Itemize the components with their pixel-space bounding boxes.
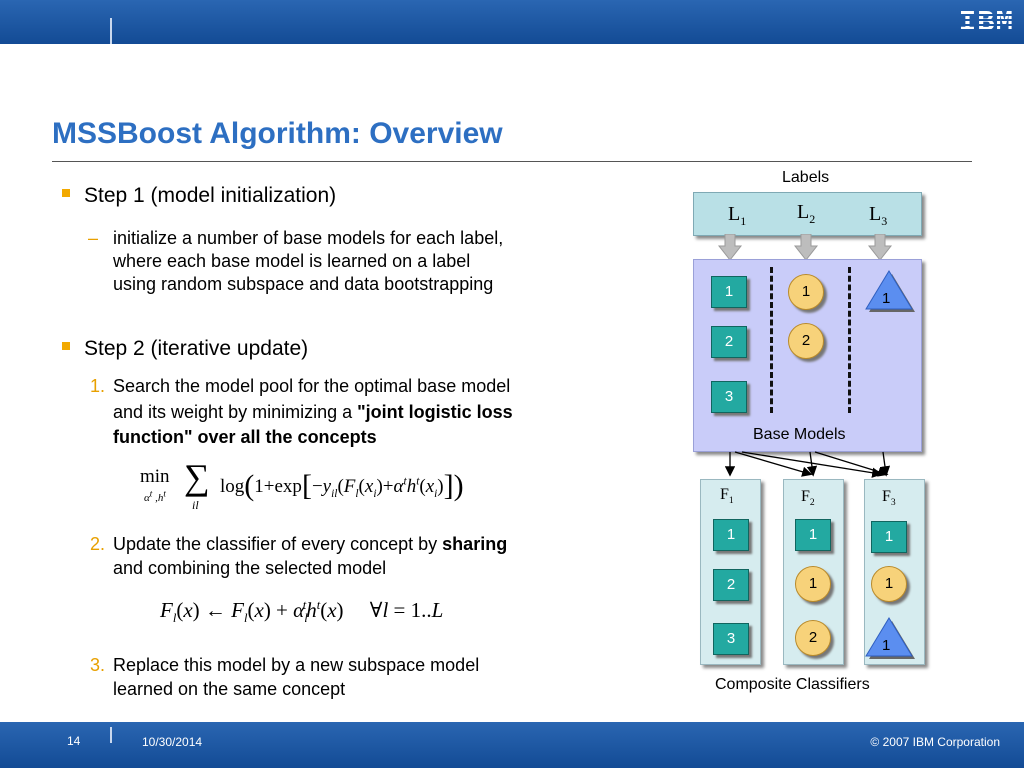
classifier-arrows bbox=[724, 451, 891, 478]
step1-line2: where each base model is learned on a la… bbox=[113, 251, 471, 271]
base-divider-2 bbox=[848, 267, 851, 413]
step1-line3: using random subspace and data bootstrap… bbox=[113, 274, 494, 294]
base-model-circle: 2 bbox=[788, 323, 824, 359]
step2-item3-line2: learned on the same concept bbox=[113, 679, 346, 699]
base-model-box: 3 bbox=[711, 381, 747, 413]
base-model-box: 2 bbox=[711, 326, 747, 358]
step2-item3-number: 3. bbox=[90, 655, 106, 675]
classifier-model-box: 1 bbox=[713, 519, 749, 551]
step1-dash: – bbox=[88, 228, 99, 248]
classifier-model-triangle-icon: 1 bbox=[864, 616, 915, 660]
step2-item1-line2: and its weight by minimizing a "joint lo… bbox=[113, 402, 513, 422]
step2-item2-line1: Update the classifier of every concept b… bbox=[113, 534, 508, 554]
classifier-model-circle: 2 bbox=[795, 620, 831, 656]
labels-bar bbox=[693, 192, 922, 236]
slide-date: 10/30/2014 bbox=[142, 735, 203, 749]
copyright: © 2007 IBM Corporation bbox=[870, 735, 1000, 749]
page-number: 14 bbox=[67, 734, 81, 748]
base-model-triangle-icon: 1 bbox=[864, 269, 915, 312]
slide-title: MSSBoost Algorithm: Overview bbox=[52, 117, 503, 150]
step1-line1: initialize a number of base models for e… bbox=[113, 228, 504, 248]
classifier-label-3: F3 bbox=[882, 488, 896, 509]
base-model-circle: 1 bbox=[788, 274, 824, 310]
step2-item1-line3: function" over all the concepts bbox=[113, 427, 377, 447]
step2-item2-number: 2. bbox=[90, 534, 106, 554]
classifier-model-circle: 1 bbox=[795, 566, 831, 602]
bullet-square-icon bbox=[62, 189, 70, 198]
classifier-model-box: 1 bbox=[871, 521, 907, 553]
update-formula: Fl(x) ← Fl(x) + αltht(x) ∀l = 1..L bbox=[160, 598, 444, 626]
classifier-model-circle: 1 bbox=[871, 566, 907, 602]
base-divider-1 bbox=[770, 267, 773, 413]
classifier-label-1: F1 bbox=[720, 486, 734, 507]
step2-item1-number: 1. bbox=[90, 376, 106, 396]
classifier-model-box: 1 bbox=[795, 519, 831, 551]
step2-item1-line1: Search the model pool for the optimal ba… bbox=[113, 376, 511, 396]
ibm-logo: IBM bbox=[958, 6, 1014, 39]
classifier-model-box: 2 bbox=[713, 569, 749, 601]
footer-bar: 14 10/30/2014 © 2007 IBM Corporation bbox=[0, 722, 1024, 768]
composite-classifiers-title: Composite Classifiers bbox=[715, 676, 870, 693]
label-arrows bbox=[717, 234, 893, 261]
classifier-model-box: 3 bbox=[713, 623, 749, 655]
step2-item3-line1: Replace this model by a new subspace mod… bbox=[113, 655, 480, 675]
title-rule bbox=[52, 161, 972, 162]
classifier-label-2: F2 bbox=[801, 488, 815, 509]
step2-heading: Step 2 (iterative update) bbox=[62, 337, 308, 361]
base-model-box: 1 bbox=[711, 276, 747, 308]
base-models-title: Base Models bbox=[753, 426, 846, 443]
labels-title: Labels bbox=[782, 169, 830, 186]
step2-item2-line2: and combining the selected model bbox=[113, 558, 387, 578]
label-2: L2 bbox=[797, 201, 816, 226]
step1-heading: Step 1 (model initialization) bbox=[62, 184, 336, 208]
footer-divider bbox=[110, 727, 112, 743]
label-1: L1 bbox=[728, 203, 747, 228]
label-3: L3 bbox=[869, 203, 888, 228]
header-bar: IBM bbox=[0, 0, 1024, 44]
header-divider bbox=[110, 18, 112, 44]
bullet-square-icon bbox=[62, 342, 70, 351]
